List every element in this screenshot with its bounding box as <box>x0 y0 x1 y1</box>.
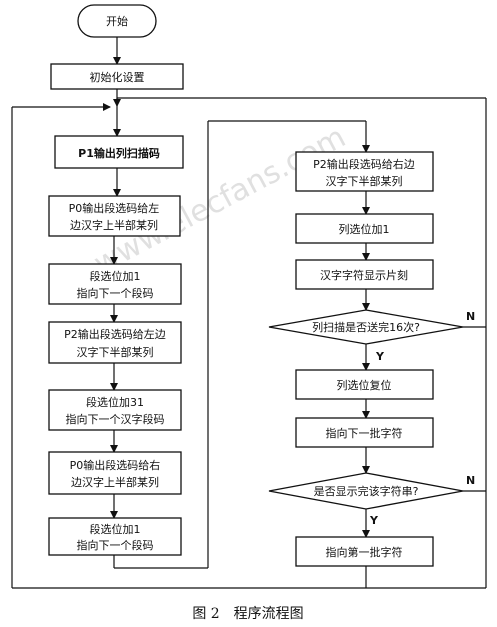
p0-left-label-2: 边汉字上半部某列 <box>70 218 158 232</box>
show-delay-box <box>295 259 434 290</box>
col-add1-box <box>295 213 434 244</box>
figure-caption: 图 2 程序流程图 <box>192 606 303 622</box>
first-batch-box <box>295 536 434 567</box>
col-reset-label: 列选位复位 <box>337 378 392 392</box>
show-delay-label: 汉字字符显示片刻 <box>320 268 408 282</box>
seg-add1-b-box <box>48 517 182 556</box>
yes-label-1: Y <box>375 350 385 363</box>
seg-add1-b-label-1: 段选位加1 <box>90 522 141 536</box>
decision-string-label: 是否显示完该字符串? <box>314 484 419 498</box>
no-label-1: N <box>466 310 475 323</box>
start-label: 开始 <box>106 14 128 28</box>
p2-right-label-1: P2输出段选码给右边 <box>313 157 415 171</box>
seg-add1-a-label-2: 指向下一个段码 <box>77 286 154 300</box>
p2-left-box <box>48 321 182 364</box>
p2-left-label-2: 汉字下半部某列 <box>77 345 154 359</box>
seg-add1-b-label-2: 指向下一个段码 <box>77 538 154 552</box>
p2-left-label-1: P2输出段选码给左边 <box>64 327 166 341</box>
next-batch-box <box>295 417 434 448</box>
p0-left-label-1: P0输出段选码给左 <box>69 201 160 215</box>
p0-right-label-1: P0输出段选码给右 <box>70 458 161 472</box>
seg-add31-label-2: 指向下一个汉字段码 <box>66 412 165 426</box>
seg-add31-label-1: 段选位加31 <box>86 395 144 409</box>
first-batch-label: 指向第一批字符 <box>326 545 403 559</box>
seg-add1-a-box <box>48 263 182 305</box>
seg-add1-a-label-1: 段选位加1 <box>90 269 141 283</box>
seg-add31-box <box>48 389 182 431</box>
p1-box <box>54 135 184 169</box>
decision-scan-label: 列扫描是否送完16次? <box>312 320 420 334</box>
no-label-2: N <box>466 474 475 487</box>
init-label: 初始化设置 <box>90 70 145 84</box>
p1-label: P1输出列扫描码 <box>78 146 160 160</box>
next-batch-label: 指向下一批字符 <box>326 426 403 440</box>
yes-label-2: Y <box>369 514 379 527</box>
col-reset-box <box>295 369 434 400</box>
p0-right-box <box>48 451 182 495</box>
p0-right-label-2: 边汉字上半部某列 <box>71 475 159 489</box>
p2-right-label-2: 汉字下半部某列 <box>326 174 403 188</box>
p2-right-box <box>295 151 434 192</box>
col-add1-label: 列选位加1 <box>339 222 390 236</box>
